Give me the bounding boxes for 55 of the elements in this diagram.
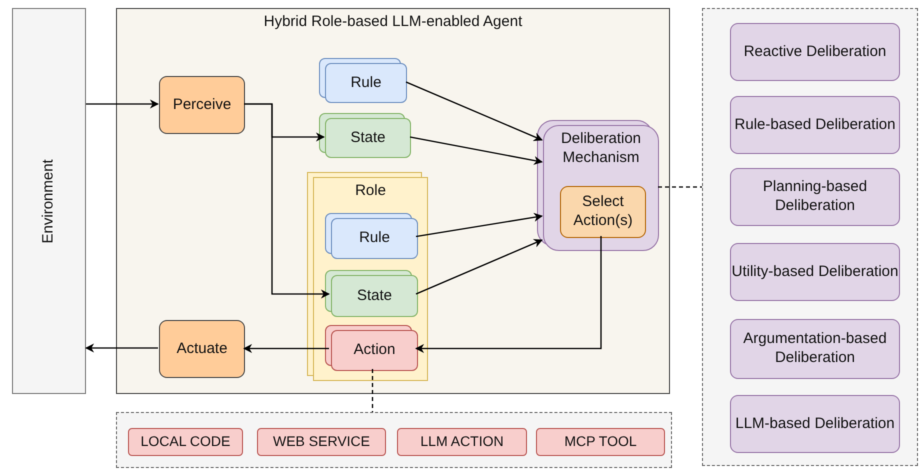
node-label: State: [356, 286, 392, 306]
arrow: [406, 81, 543, 141]
state-box: [325, 118, 411, 158]
node-label: LOCAL CODE: [140, 433, 230, 451]
process-box: [159, 320, 245, 378]
arrow: [416, 239, 543, 295]
select-box: [560, 186, 646, 238]
dashed-container: [702, 8, 918, 466]
arrow: [244, 103, 330, 298]
deliberation-type-box: [730, 395, 900, 453]
node-label: Argumentation-based Deliberation: [742, 330, 888, 368]
container-title: Role: [355, 182, 386, 201]
node-label: LLM-based Deliberation: [735, 414, 895, 434]
deliberation-type-box: [730, 168, 900, 226]
node-label: Rule-based Deliberation: [734, 116, 896, 134]
node-label: LLM ACTION: [420, 433, 504, 451]
agent-container: [116, 8, 670, 394]
node-label: Action: [354, 341, 396, 360]
arrow: [85, 344, 158, 352]
node-label: Rule: [350, 74, 382, 92]
dashed-container: [116, 412, 672, 468]
deliberation-type-box: [730, 96, 900, 154]
node-label: Actuate: [176, 340, 228, 358]
vertical-label: Environment: [40, 158, 58, 244]
node-label: Select Action(s): [572, 193, 634, 231]
arrow: [410, 136, 543, 165]
node-label: MCP TOOL: [564, 433, 637, 451]
arrow: [415, 236, 602, 353]
container-title: Deliberation Mechanism: [560, 130, 642, 168]
container-title: Hybrid Role-based LLM-enabled Agent: [264, 13, 522, 32]
tool-box: [128, 428, 243, 456]
dashed-connector: [372, 369, 374, 412]
deliberation-type-box: [730, 319, 900, 379]
tool-box: [397, 428, 527, 456]
environment-panel: [12, 8, 86, 394]
role-container: [313, 177, 428, 381]
arrow: [86, 100, 159, 108]
arrow: [243, 344, 329, 353]
tool-box: [257, 428, 386, 456]
arrow: [416, 212, 543, 238]
tool-box: [536, 428, 665, 456]
node-label: Reactive Deliberation: [744, 42, 886, 62]
action-box: [331, 330, 418, 371]
node-label: Rule: [359, 229, 390, 248]
node-label: Perceive: [172, 96, 232, 114]
node-label: WEB SERVICE: [273, 433, 370, 451]
dashed-connector: [658, 186, 702, 188]
deliberation-type-box: [730, 243, 900, 301]
node-label: Planning-based Deliberation: [762, 178, 868, 216]
deliberation-box: [543, 125, 659, 251]
process-box: [159, 76, 245, 134]
node-label: Utility-based Deliberation: [732, 262, 898, 282]
deliberation-type-box: [730, 23, 900, 81]
state-box: [331, 275, 418, 317]
node-label: State: [350, 128, 386, 148]
